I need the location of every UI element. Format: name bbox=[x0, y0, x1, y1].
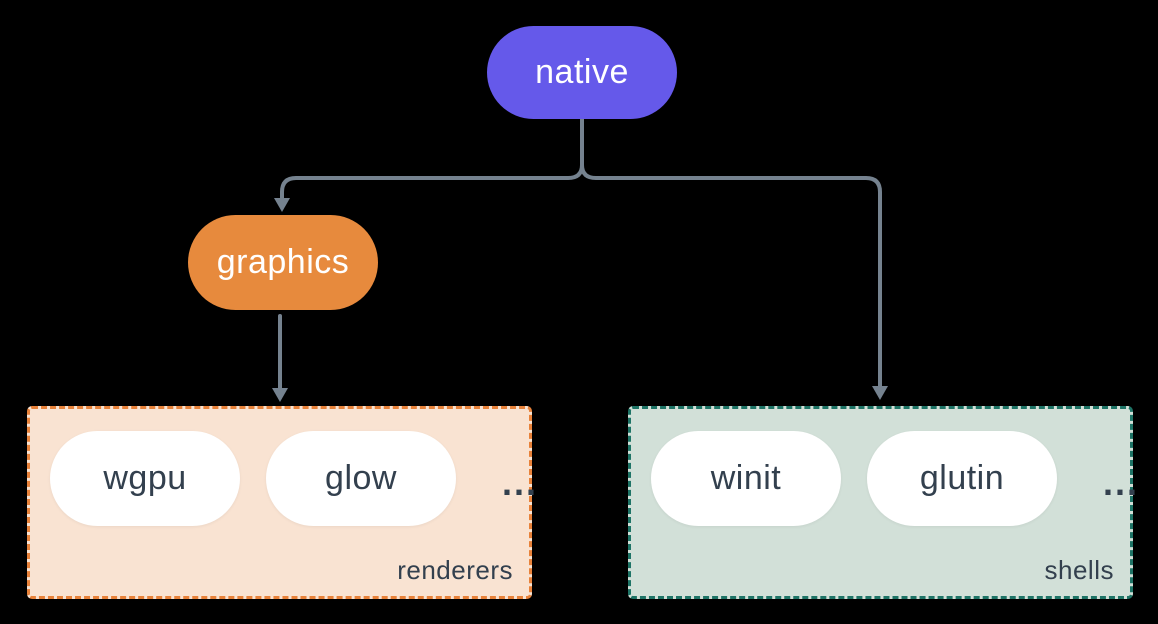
node-graphics-label: graphics bbox=[216, 243, 350, 281]
shells-chip-row: winit glutin ... bbox=[651, 431, 1139, 526]
connector-native-to-graphics bbox=[280, 117, 584, 200]
arrowhead-into-graphics bbox=[274, 198, 290, 212]
group-renderers: wgpu glow ... renderers bbox=[27, 406, 536, 599]
chip-glow-label: glow bbox=[325, 459, 397, 497]
node-native: native bbox=[487, 26, 677, 119]
node-graphics: graphics bbox=[188, 215, 378, 310]
arrowhead-into-shells bbox=[872, 386, 888, 400]
chip-glutin-label: glutin bbox=[919, 459, 1005, 497]
connector-native-to-shells bbox=[580, 117, 882, 388]
chip-glutin: glutin bbox=[867, 431, 1057, 526]
chip-winit: winit bbox=[651, 431, 841, 526]
chip-glow: glow bbox=[266, 431, 456, 526]
arrowhead-into-renderers bbox=[272, 388, 288, 402]
renderers-chip-row: wgpu glow ... bbox=[50, 431, 538, 526]
shells-ellipsis: ... bbox=[1103, 461, 1140, 503]
chip-winit-label: winit bbox=[710, 459, 782, 497]
node-native-label: native bbox=[535, 53, 629, 91]
group-shells: winit glutin ... shells bbox=[628, 406, 1137, 599]
shells-group-label: shells bbox=[1044, 555, 1114, 585]
renderers-ellipsis: ... bbox=[502, 461, 539, 503]
chip-wgpu-label: wgpu bbox=[103, 459, 187, 497]
chip-wgpu: wgpu bbox=[50, 431, 240, 526]
renderers-group-label: renderers bbox=[397, 555, 513, 585]
